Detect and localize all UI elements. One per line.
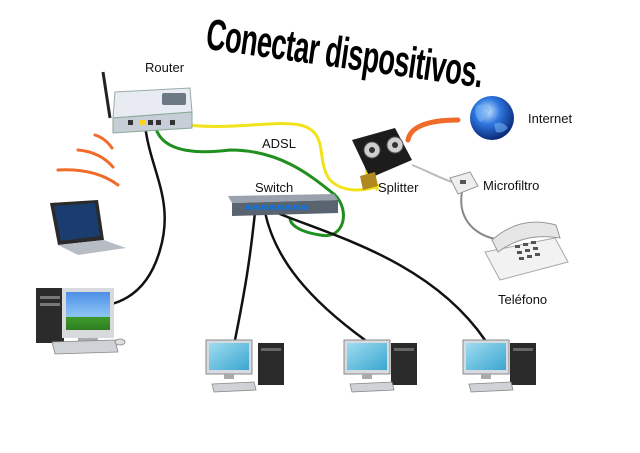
globe-icon bbox=[470, 96, 514, 140]
splitter-microfilter-cable bbox=[411, 164, 453, 183]
splitter-icon bbox=[352, 128, 412, 190]
computer-icon bbox=[462, 339, 536, 393]
switch-pc1-cable bbox=[233, 211, 257, 341]
switch-label: Switch bbox=[255, 180, 294, 195]
computer-icon bbox=[343, 339, 417, 393]
router-label: Router bbox=[145, 60, 185, 75]
adsl-label: ADSL bbox=[262, 136, 296, 151]
router-icon bbox=[101, 71, 193, 134]
microfiltro-label: Microfiltro bbox=[483, 178, 540, 193]
telefono-label: Teléfono bbox=[498, 292, 548, 307]
switch-pc2-cable bbox=[263, 211, 366, 342]
internet-label: Internet bbox=[528, 111, 573, 126]
splitter-label: Splitter bbox=[378, 180, 419, 195]
desktop-cable bbox=[107, 124, 166, 307]
cables bbox=[107, 117, 501, 342]
phone-cable bbox=[460, 191, 501, 241]
laptop-icon bbox=[50, 200, 126, 255]
switch-pc3-cable bbox=[274, 210, 487, 341]
adsl-cable bbox=[184, 122, 381, 192]
switch-icon bbox=[228, 194, 338, 216]
switch-uplink-cable bbox=[153, 124, 345, 237]
internet-link bbox=[405, 117, 461, 143]
desktop-pc-icon bbox=[36, 288, 126, 355]
microfilter-icon bbox=[449, 171, 479, 195]
wifi-waves-icon bbox=[56, 133, 120, 187]
telephone-icon bbox=[484, 221, 569, 281]
computer-icon bbox=[205, 339, 284, 393]
